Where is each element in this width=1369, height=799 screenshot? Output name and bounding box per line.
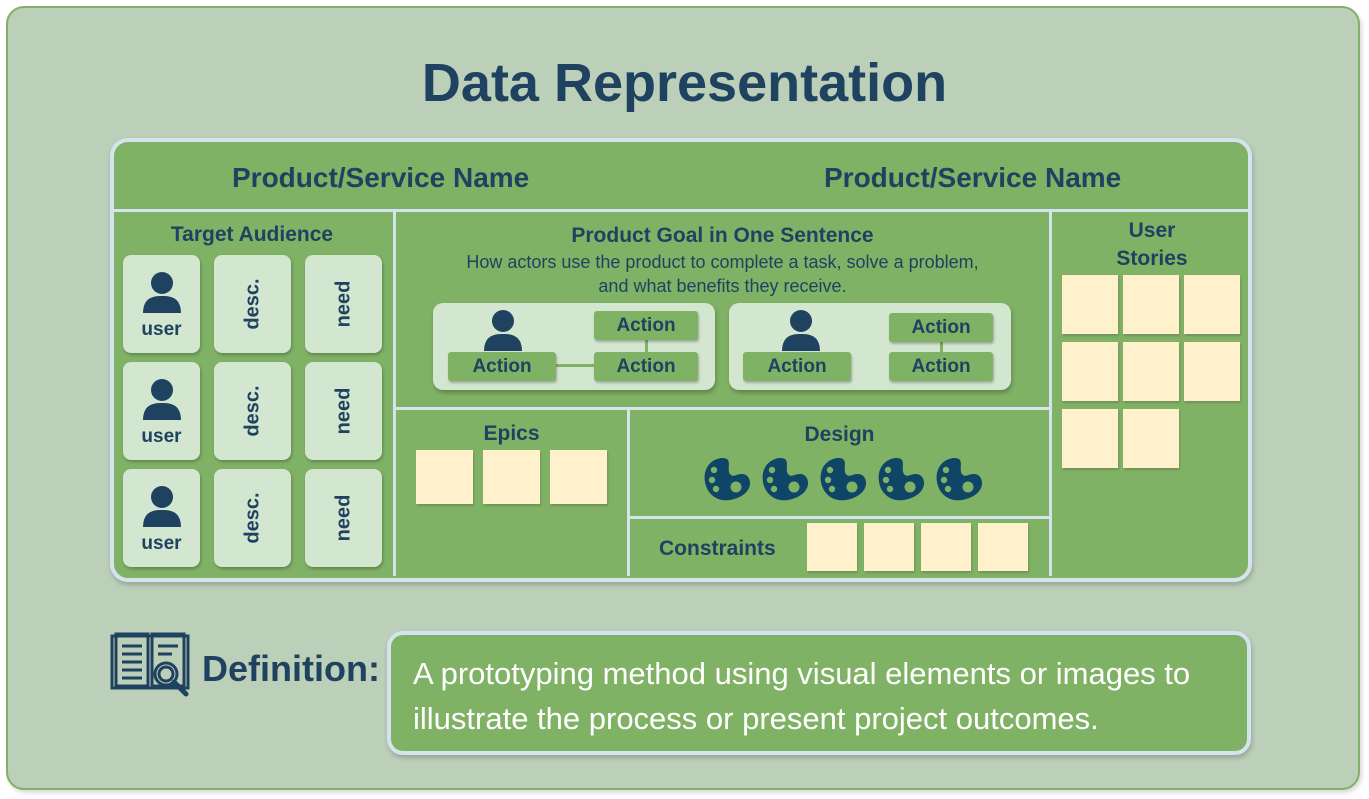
audience-need-tile: need (305, 469, 382, 567)
constraints-title: Constraints (659, 537, 776, 560)
action-box: Action (594, 311, 698, 340)
user-icon (484, 310, 522, 351)
action-box: Action (889, 352, 993, 381)
user-icon (141, 271, 183, 318)
user-story-note[interactable] (1123, 275, 1179, 334)
constraint-note[interactable] (807, 523, 857, 571)
divider-epics (627, 410, 630, 576)
product-goal-title: Product Goal in One Sentence (571, 224, 874, 247)
divider-design (630, 516, 1049, 519)
audience-user-label: user (141, 426, 182, 447)
target-audience-title: Target Audience (170, 223, 334, 246)
epics-title: Epics (483, 422, 540, 445)
audience-desc-label: desc. (241, 278, 263, 330)
design-title: Design (804, 423, 875, 446)
palette-icon (819, 456, 869, 502)
product-goal-subtitle-1: How actors use the product to complete a… (466, 252, 979, 272)
epic-note[interactable] (483, 450, 540, 504)
user-story-note[interactable] (1184, 275, 1240, 334)
product-name-left: Product/Service Name (232, 162, 530, 193)
palette-icon (761, 456, 811, 502)
action-box: Action (743, 352, 851, 381)
audience-desc-label: desc. (241, 385, 263, 437)
audience-need-label: need (332, 387, 354, 435)
user-story-note[interactable] (1184, 342, 1240, 401)
epic-note[interactable] (416, 450, 473, 504)
palette-icon (703, 456, 753, 502)
audience-user-label: user (141, 319, 182, 340)
user-story-note[interactable] (1062, 409, 1118, 468)
book-magnifier-icon (110, 632, 190, 697)
user-icon (141, 485, 183, 532)
audience-user-tile: user (123, 362, 200, 460)
product-name-right: Product/Service Name (824, 162, 1122, 193)
user-icon (782, 310, 820, 351)
audience-need-label: need (332, 280, 354, 328)
page-title: Data Representation (421, 53, 948, 113)
definition-box: A prototyping method using visual elemen… (387, 631, 1251, 755)
audience-user-tile: user (123, 255, 200, 353)
audience-desc-tile: desc. (214, 362, 291, 460)
palette-icon (935, 456, 985, 502)
action-box: Action (448, 352, 556, 381)
user-stories-title-1: User (1128, 219, 1176, 242)
user-story-note[interactable] (1062, 275, 1118, 334)
audience-need-tile: need (305, 255, 382, 353)
header-divider (114, 209, 1248, 212)
divider-stories (1049, 212, 1052, 576)
audience-desc-tile: desc. (214, 469, 291, 567)
product-goal-subtitle-2: and what benefits they receive. (598, 276, 847, 296)
audience-desc-tile: desc. (214, 255, 291, 353)
connector-line (556, 364, 596, 367)
audience-desc-label: desc. (241, 492, 263, 544)
audience-need-label: need (332, 494, 354, 542)
action-box: Action (594, 352, 698, 381)
epic-note[interactable] (550, 450, 607, 504)
definition-text-2: illustrate the process or present projec… (413, 701, 1099, 736)
connector-line (940, 340, 943, 354)
constraint-note[interactable] (921, 523, 971, 571)
constraint-note[interactable] (978, 523, 1028, 571)
connector-line (645, 340, 648, 354)
constraint-note[interactable] (864, 523, 914, 571)
action-box: Action (889, 313, 993, 342)
audience-need-tile: need (305, 362, 382, 460)
divider-audience (393, 212, 396, 576)
audience-user-tile: user (123, 469, 200, 567)
user-stories-title-2: Stories (1116, 247, 1188, 270)
definition-text-1: A prototyping method using visual elemen… (413, 656, 1191, 691)
audience-user-label: user (141, 533, 182, 554)
definition-label: Definition: (202, 648, 380, 689)
user-story-note[interactable] (1123, 409, 1179, 468)
user-story-note[interactable] (1123, 342, 1179, 401)
user-icon (141, 378, 183, 425)
divider-goal (396, 407, 1049, 410)
user-story-note[interactable] (1062, 342, 1118, 401)
palette-icon (877, 456, 927, 502)
